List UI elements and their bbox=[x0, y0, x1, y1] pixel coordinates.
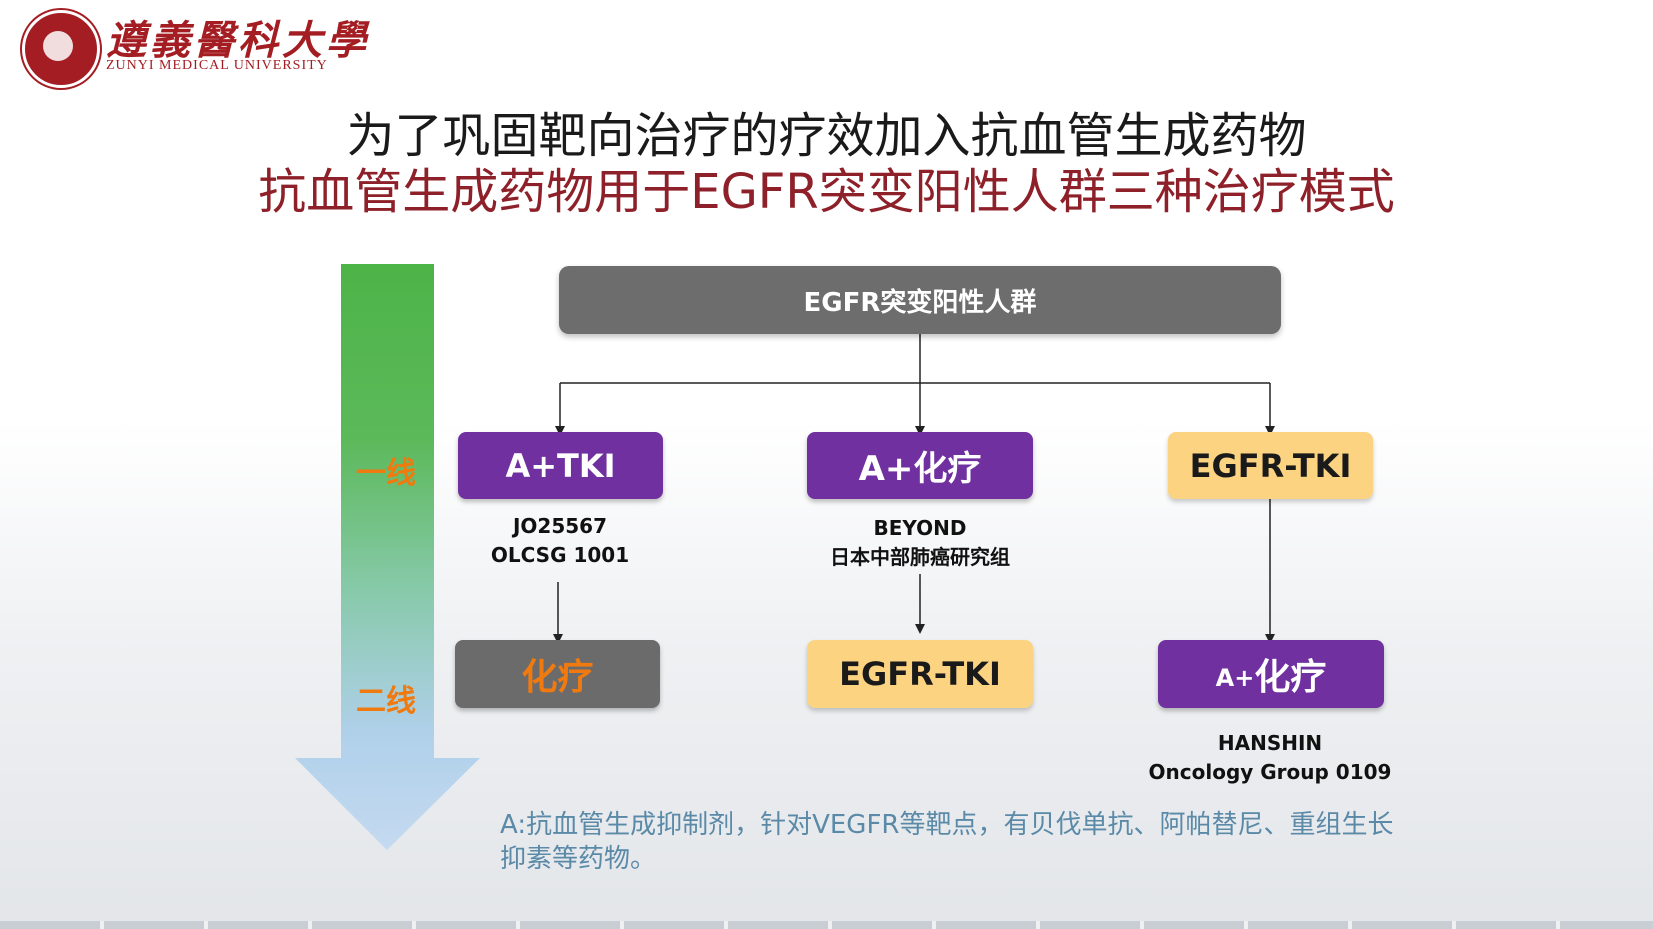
mode2-study-1: BEYOND bbox=[873, 516, 967, 540]
mode3-second-line-prefix: A+ bbox=[1215, 664, 1255, 692]
footnote: A:抗血管生成抑制剂，针对VEGFR等靶点，有贝伐单抗、阿帕替尼、重组生长抑素等… bbox=[500, 810, 1394, 874]
mode3-second-line-main: 化疗 bbox=[1254, 657, 1327, 698]
mode3-study-2: Oncology Group 0109 bbox=[1148, 760, 1392, 784]
mode2-studies: BEYOND 日本中部肺癌研究组 bbox=[790, 514, 1050, 572]
second-line-label: 二线 bbox=[356, 684, 416, 719]
mode3-studies: HANSHIN Oncology Group 0109 bbox=[1140, 729, 1400, 787]
university-logo: 遵義醫科大學 ZUNYI MEDICAL UNIVERSITY bbox=[22, 8, 366, 88]
bottom-strip bbox=[0, 921, 1653, 929]
university-seal-icon bbox=[22, 10, 100, 88]
mode3-study-1: HANSHIN bbox=[1217, 731, 1323, 755]
mode2-second-line-box: EGFR-TKI bbox=[807, 640, 1033, 708]
mode1-first-line-box: A+TKI bbox=[458, 432, 663, 499]
first-line-label: 一线 bbox=[356, 456, 416, 491]
mode1-second-line-box: 化疗 bbox=[455, 640, 660, 708]
logo-name-cn: 遵義醫科大學 bbox=[106, 17, 370, 64]
root-population-box: EGFR突变阳性人群 bbox=[559, 266, 1281, 334]
mode1-studies: JO25567 OLCSG 1001 bbox=[460, 512, 660, 570]
slide-subtitle: 抗血管生成药物用于EGFR突变阳性人群三种治疗模式 bbox=[258, 164, 1395, 220]
mode3-second-line-box: A+ 化疗 bbox=[1158, 640, 1384, 708]
mode2-study-2: 日本中部肺癌研究组 bbox=[830, 545, 1010, 569]
mode1-study-2: OLCSG 1001 bbox=[490, 543, 630, 567]
mode1-study-1: JO25567 bbox=[512, 514, 608, 538]
mode2-first-line-box: A+化疗 bbox=[807, 432, 1033, 499]
slide-title: 为了巩固靶向治疗的疗效加入抗血管生成药物 bbox=[346, 108, 1307, 164]
mode3-first-line-box: EGFR-TKI bbox=[1168, 432, 1373, 499]
treatment-line-arrow bbox=[295, 264, 480, 850]
logo-name-en: ZUNYI MEDICAL UNIVERSITY bbox=[106, 58, 328, 73]
